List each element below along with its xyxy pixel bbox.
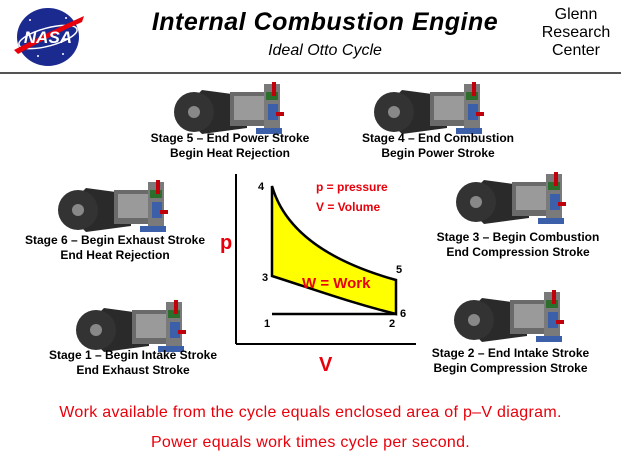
engine-stage-4-icon: [374, 82, 484, 134]
stage-3-line-1: Stage 3 – Begin Combustion: [436, 230, 600, 244]
stage-1-caption: Stage 1 – Begin Intake Stroke End Exhaus…: [28, 348, 238, 378]
org-name: Glenn Research Center: [534, 6, 618, 60]
point-5-label: 5: [396, 264, 403, 276]
footer-line-2: Power equals work times cycle per second…: [150, 434, 471, 451]
stage-4-line-2: Begin Power Stroke: [381, 146, 495, 160]
legend-pressure: p = pressure: [316, 180, 388, 194]
nasa-logo-text: NASA: [24, 28, 72, 47]
stage-1-line-2: End Exhaust Stroke: [76, 363, 190, 377]
footer-line-1: Work available from the cycle equals enc…: [59, 404, 562, 421]
page-subtitle: Ideal Otto Cycle: [268, 42, 382, 59]
y-axis-label: p: [220, 232, 233, 254]
stage-6-caption: Stage 6 – Begin Exhaust Stroke End Heat …: [10, 233, 220, 263]
stage-6-line-1: Stage 6 – Begin Exhaust Stroke: [24, 233, 206, 247]
stage-3-caption: Stage 3 – Begin Combustion End Compressi…: [418, 230, 618, 260]
stage-1-line-1: Stage 1 – Begin Intake Stroke: [48, 348, 218, 362]
stage-6-line-2: End Heat Rejection: [60, 248, 170, 262]
org-name-line-1: Glenn: [554, 6, 598, 23]
stage-5-line-1: Stage 5 – End Power Stroke: [150, 131, 310, 145]
point-2-label: 2: [389, 318, 396, 330]
stage-2-line-2: Begin Compression Stroke: [433, 361, 588, 375]
stage-4-caption: Stage 4 – End Combustion Begin Power Str…: [338, 131, 538, 161]
point-4-label: 4: [258, 181, 265, 193]
stage-2-line-1: Stage 2 – End Intake Stroke: [431, 346, 590, 360]
x-axis-label: V: [319, 354, 333, 376]
org-name-line-3: Center: [551, 42, 601, 59]
stage-5-line-2: Begin Heat Rejection: [169, 146, 291, 160]
point-3-label: 3: [262, 272, 269, 284]
engine-stage-6-icon: [58, 180, 168, 232]
engine-stage-2-icon: [454, 290, 564, 342]
stage-5-caption: Stage 5 – End Power Stroke Begin Heat Re…: [130, 131, 330, 161]
stage-4-line-1: Stage 4 – End Combustion: [361, 131, 514, 145]
point-1-label: 1: [264, 318, 271, 330]
legend-volume: V = Volume: [316, 200, 381, 214]
nasa-logo: NASA: [14, 8, 84, 66]
org-name-line-2: Research: [541, 24, 611, 41]
page-title: Internal Combustion Engine: [151, 8, 499, 36]
stage-3-line-2: End Compression Stroke: [446, 245, 590, 259]
work-label: W = Work: [302, 275, 371, 292]
work-area: [270, 185, 398, 316]
header-divider: [0, 72, 621, 74]
stage-2-caption: Stage 2 – End Intake Stroke Begin Compre…: [408, 346, 613, 376]
pv-diagram: [235, 174, 416, 345]
engine-stage-3-icon: [456, 172, 566, 224]
point-6-label: 6: [400, 308, 407, 320]
engine-stage-5-icon: [174, 82, 284, 134]
